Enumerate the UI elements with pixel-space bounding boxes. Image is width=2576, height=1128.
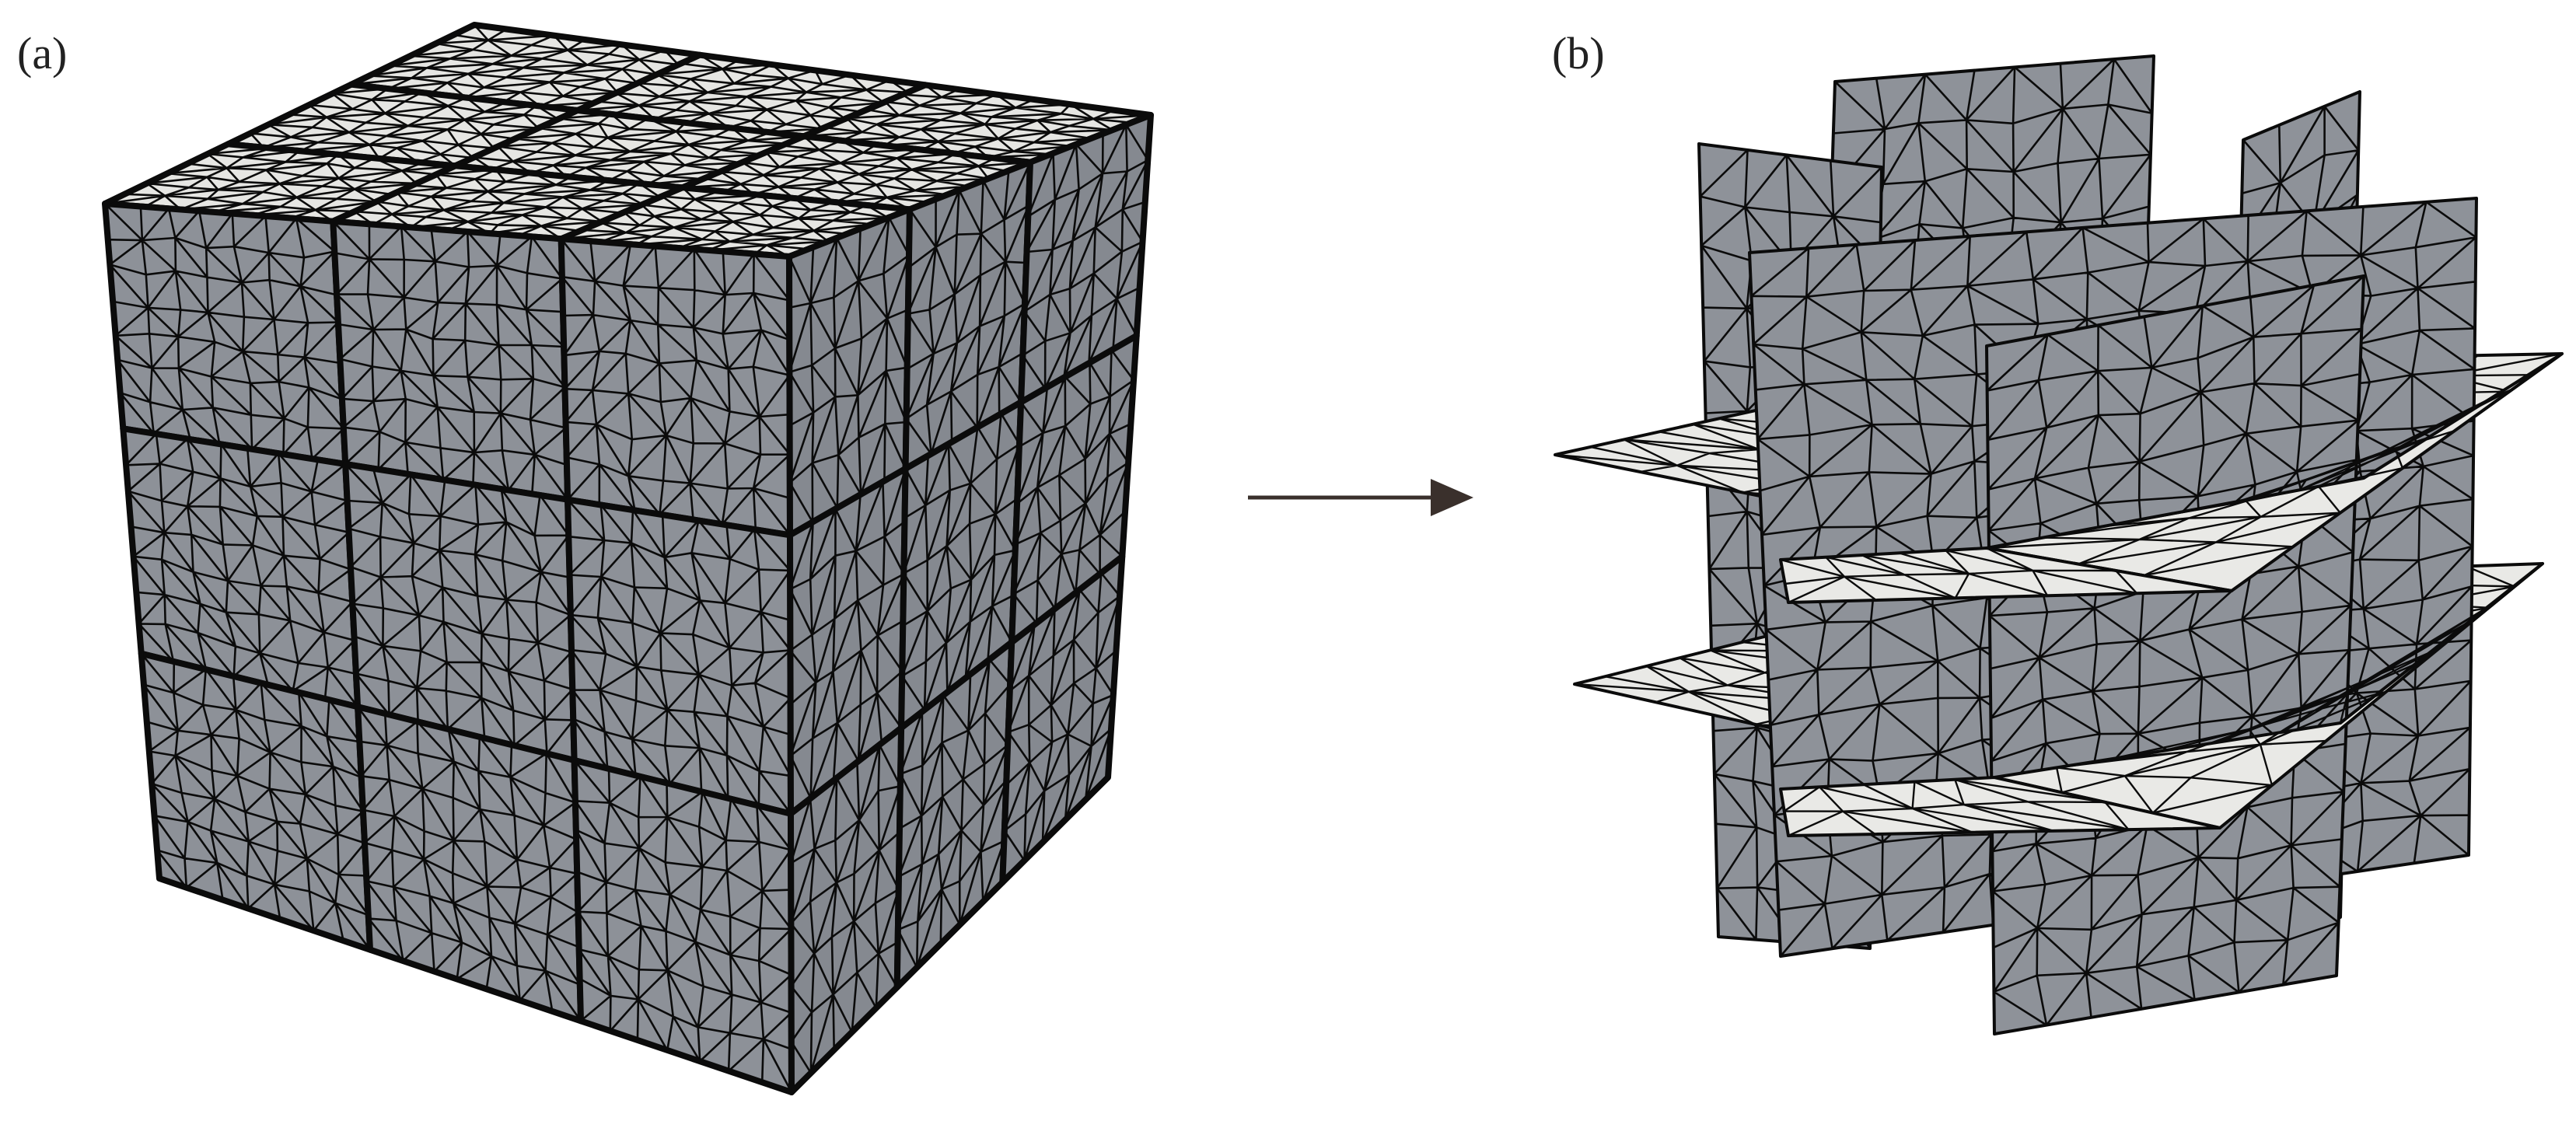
panel-b-label: (b) — [1552, 28, 1605, 79]
panel-a-label: (a) — [17, 28, 68, 79]
cube-right-face-block — [788, 725, 905, 1095]
cube-front-face-block — [571, 757, 795, 1095]
right-arrow-icon — [1248, 479, 1473, 516]
panel-a-meshed-cube — [102, 22, 1154, 1095]
horizontal-plane-upper-left-front — [1779, 547, 2233, 604]
horizontal-plane-lower-left-front — [1779, 776, 2221, 837]
cube-front-face-block — [557, 236, 793, 539]
cube-front-face-block — [102, 201, 349, 467]
cube-front-face-block — [330, 218, 571, 503]
vertical-plane-center — [1985, 274, 2365, 1035]
panel-b-interface-planes — [1554, 54, 2564, 1035]
cube-outline — [102, 22, 1154, 1095]
cube-front-face-block — [355, 704, 584, 1025]
